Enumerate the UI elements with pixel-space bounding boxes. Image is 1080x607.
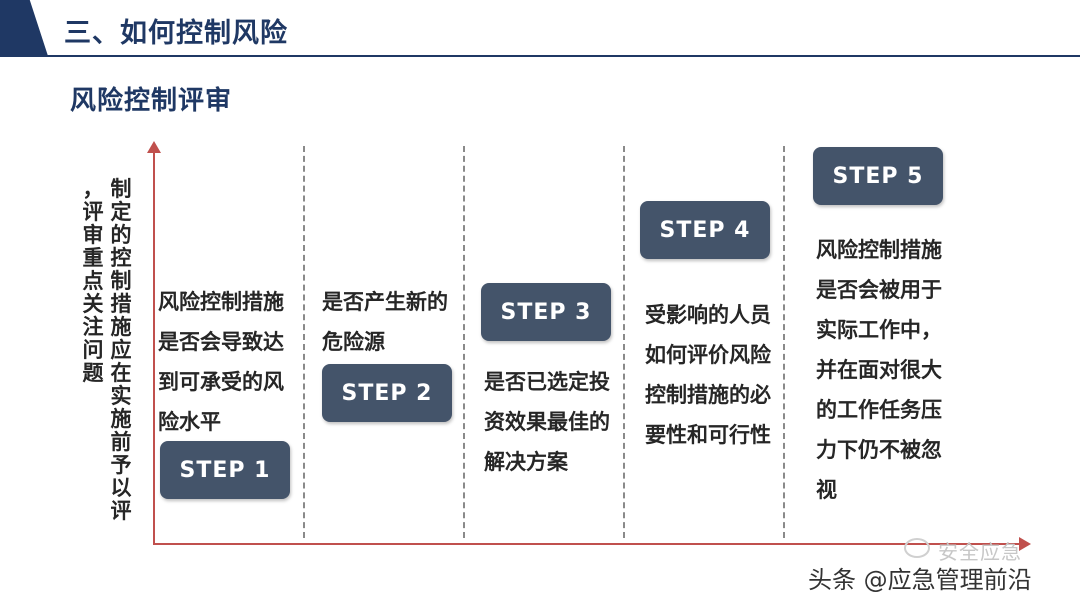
column-divider-2 <box>463 146 465 538</box>
section-title: 风险控制评审 <box>70 86 233 116</box>
x-axis-arrow-icon <box>1019 537 1031 551</box>
watermark-account: 安全应急 <box>938 540 1022 564</box>
y-axis-line <box>153 150 155 544</box>
wechat-icon <box>904 538 930 558</box>
step-3-box: STEP 3 <box>481 283 611 341</box>
x-axis-line <box>153 543 1021 545</box>
page-title: 三、如何控制风险 <box>64 18 288 49</box>
step-4-description: 受影响的人员如何评价风险控制措施的必要性和可行性 <box>645 303 771 447</box>
header-divider <box>0 55 1080 57</box>
watermark-source: 头条 @应急管理前沿 <box>808 566 1032 594</box>
column-divider-3 <box>623 146 625 538</box>
step-1-box: STEP 1 <box>160 441 290 499</box>
step-4-box: STEP 4 <box>640 201 770 259</box>
step-2-box: STEP 2 <box>322 364 452 422</box>
step-2-description: 是否产生新的危险源 <box>322 290 448 354</box>
column-divider-1 <box>303 146 305 538</box>
axis-label-column-1: 制定的控制措施应在实施前予以评 <box>110 177 132 523</box>
step-1-description: 风险控制措施是否会导致达到可承受的风险水平 <box>158 290 284 434</box>
column-divider-4 <box>783 146 785 538</box>
step-5-box: STEP 5 <box>813 147 943 205</box>
axis-label-column-2: ，评审重点关注问题 <box>82 177 104 385</box>
y-axis-arrow-icon <box>147 141 161 153</box>
step-3-description: 是否已选定投资效果最佳的解决方案 <box>484 370 610 474</box>
step-5-description: 风险控制措施是否会被用于实际工作中，并在面对很大的工作任务压力下仍不被忽视 <box>816 238 942 502</box>
header-tab-decoration <box>0 0 48 56</box>
